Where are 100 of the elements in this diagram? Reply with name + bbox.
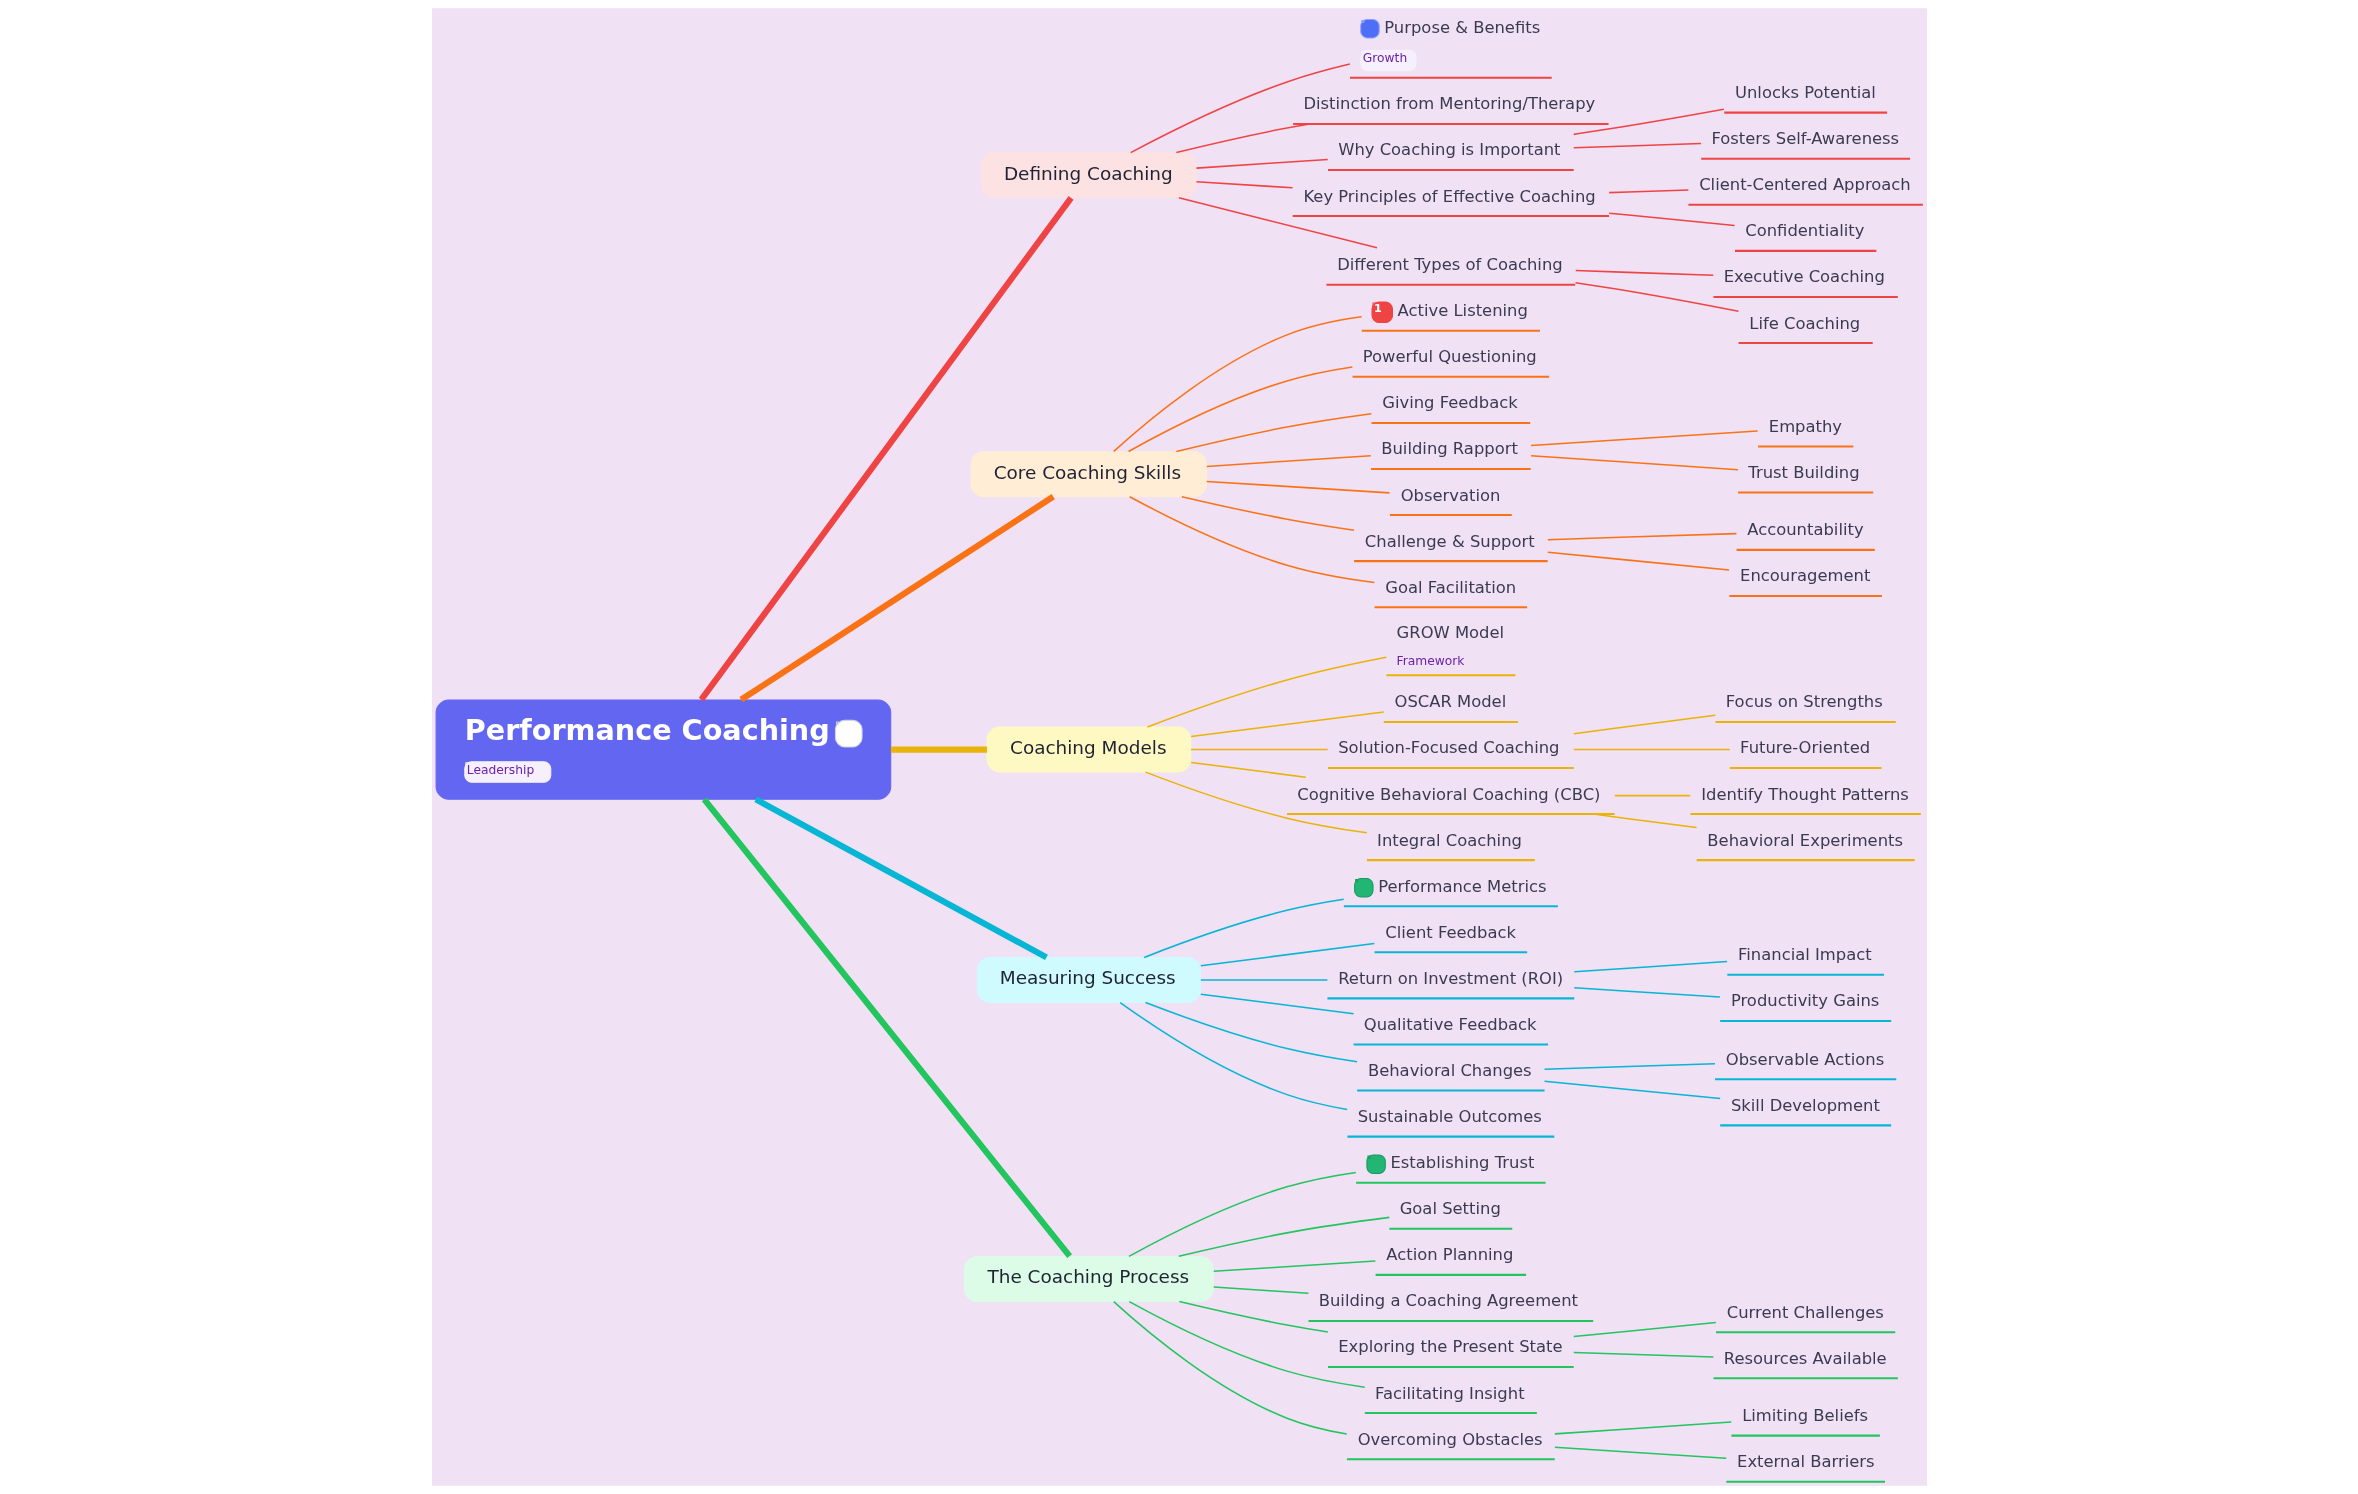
node-text: Observable Actions [1725, 1049, 1884, 1069]
node-text: Exploring the Present State [1337, 1337, 1563, 1357]
connector [890, 746, 987, 753]
connector [1543, 1062, 1716, 1070]
node-text: Observation [1400, 485, 1500, 505]
node-box: Coaching Models [986, 726, 1191, 773]
node-text: Encouragement [1739, 566, 1870, 586]
node-box: Performance Coaching Leadership [435, 699, 891, 800]
node-text: Building Rapport [1380, 439, 1518, 459]
connector [1195, 158, 1329, 169]
connector [753, 796, 1048, 961]
node-text: Goal Setting [1399, 1199, 1501, 1219]
node-text: OSCAR Model [1394, 692, 1506, 712]
connector [1144, 1001, 1358, 1063]
node-text: Identify Thought Patterns [1700, 784, 1909, 804]
node-box: Core Coaching Skills [970, 451, 1207, 498]
connector [1189, 748, 1328, 751]
connector [1199, 942, 1375, 967]
node-text: Accountability [1746, 520, 1864, 540]
connector [1543, 1080, 1721, 1100]
node-text: Challenge & Support [1364, 531, 1535, 551]
connector [698, 196, 1074, 702]
node-text: Future-Oriented [1739, 738, 1870, 758]
node-text: Confidentiality [1744, 221, 1864, 241]
connector [1546, 551, 1730, 571]
connector [1112, 1300, 1347, 1435]
connector [1573, 987, 1721, 998]
connector [1607, 189, 1689, 194]
connector [1212, 1260, 1376, 1272]
node-text: Sustainable Outcomes [1357, 1107, 1542, 1127]
connector [1177, 196, 1378, 249]
node-text: Empathy [1768, 416, 1842, 436]
node-text: Giving Feedback [1381, 393, 1518, 413]
connector [1572, 714, 1716, 735]
connector [1573, 960, 1728, 973]
node-text: Productivity Gains [1730, 991, 1879, 1011]
connector [1189, 761, 1306, 778]
node-text: Goal Facilitation [1384, 577, 1516, 597]
connector [1205, 454, 1372, 468]
connector [1574, 281, 1739, 313]
connector [1178, 1300, 1329, 1333]
connector [738, 494, 1055, 703]
node-text: Skill Development [1730, 1095, 1880, 1115]
node-text: GROW Model Framework [1396, 622, 1504, 669]
connector [1205, 480, 1390, 494]
node-text: Limiting Beliefs [1741, 1406, 1868, 1426]
connector [1553, 1421, 1732, 1435]
node-text: Current Challenges [1726, 1302, 1884, 1322]
connector [1529, 430, 1758, 447]
node-text: Trust Building [1747, 463, 1860, 482]
node-text: Return on Investment (ROI) [1337, 968, 1563, 988]
connector [1572, 1321, 1717, 1338]
node-text: Key Principles of Effective Coaching [1302, 186, 1596, 206]
node-text: External Barriers [1736, 1452, 1875, 1472]
node-text: Behavioral Experiments [1706, 830, 1903, 850]
node-text: Cognitive Behavioral Coaching (CBC) [1296, 784, 1600, 804]
connector [1127, 366, 1353, 453]
connector [1118, 1001, 1348, 1111]
node-text: Distinction from Mentoring/Therapy [1302, 94, 1595, 114]
node-text: Executive Coaching [1723, 267, 1885, 287]
connector [1572, 1351, 1714, 1358]
connector [1127, 1171, 1357, 1258]
node-text: Client-Centered Approach [1698, 175, 1911, 195]
connector [1175, 413, 1372, 453]
node-text: Action Planning [1385, 1245, 1513, 1265]
connector [1212, 1286, 1309, 1294]
connector [1189, 711, 1384, 738]
node-box: Measuring Success [976, 956, 1201, 1003]
connector [1195, 181, 1293, 189]
connector [1128, 1300, 1365, 1388]
connector [1607, 212, 1735, 227]
connector [1175, 123, 1311, 154]
node-text: Building a Coaching Agreement [1318, 1291, 1578, 1311]
node-text: Unlocks Potential [1734, 83, 1876, 103]
node-text: Client Feedback [1384, 922, 1516, 942]
connector [1546, 532, 1737, 541]
connector [1112, 316, 1362, 453]
connector [1144, 771, 1368, 834]
connector [701, 797, 1072, 1259]
connector [1177, 1216, 1390, 1258]
connector [1199, 993, 1354, 1015]
connector [1199, 979, 1328, 981]
connector [1572, 108, 1725, 136]
node-box: Defining Coaching [980, 152, 1197, 199]
node-text: Focus on Strengths [1725, 692, 1883, 712]
connector [1574, 269, 1714, 277]
node-text: Life Coaching [1748, 313, 1860, 333]
connector [1613, 794, 1691, 797]
node-text: Integral Coaching [1376, 830, 1522, 850]
connector [1529, 455, 1739, 471]
connector [1129, 63, 1351, 154]
node-text: Powerful Questioning [1362, 347, 1537, 367]
connector [1572, 748, 1731, 751]
node-text: Behavioral Changes [1367, 1061, 1532, 1080]
node-text: Solution-Focused Coaching [1337, 738, 1559, 758]
node-text: Why Coaching is Important [1337, 140, 1561, 160]
node-text: Overcoming Obstacles [1357, 1429, 1543, 1449]
node-box: The Coaching Process [963, 1255, 1214, 1302]
connector [1180, 496, 1355, 531]
node-text: Different Types of Coaching [1336, 255, 1563, 275]
